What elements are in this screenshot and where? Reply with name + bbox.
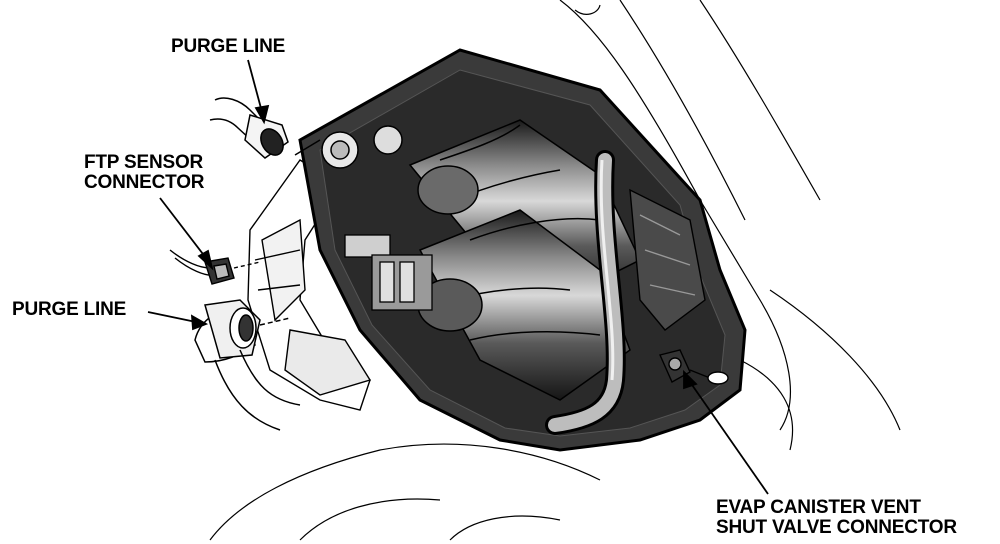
purge-line-top-hose — [209, 97, 321, 159]
evap-canister-vent-label: EVAP CANISTER VENT SHUT VALVE CONNECTOR — [716, 498, 957, 538]
evap-label-line2: SHUT VALVE CONNECTOR — [716, 517, 957, 538]
purge-line-left-label: PURGE LINE — [12, 299, 127, 320]
ftp-sensor-bracket — [344, 234, 433, 311]
purge-line-top-label: PURGE LINE — [171, 36, 286, 57]
mount-bracket — [247, 159, 372, 411]
canister-cylinders — [408, 119, 641, 401]
mount-bolt — [321, 125, 403, 169]
evap-vent-connector — [659, 349, 729, 385]
evap-label-line1: EVAP CANISTER VENT — [716, 497, 921, 518]
ftp-sensor-label-line1: FTP SENSOR — [84, 152, 204, 173]
ftp-sensor-label-line2: CONNECTOR — [84, 172, 205, 193]
purge-line-left-hose — [194, 299, 301, 431]
vent-shut-valve — [629, 188, 706, 331]
ftp-sensor-connector-label: FTP SENSOR CONNECTOR — [84, 152, 205, 193]
ftp-sensor-connector — [169, 249, 261, 285]
leader-arrows — [147, 59, 769, 495]
